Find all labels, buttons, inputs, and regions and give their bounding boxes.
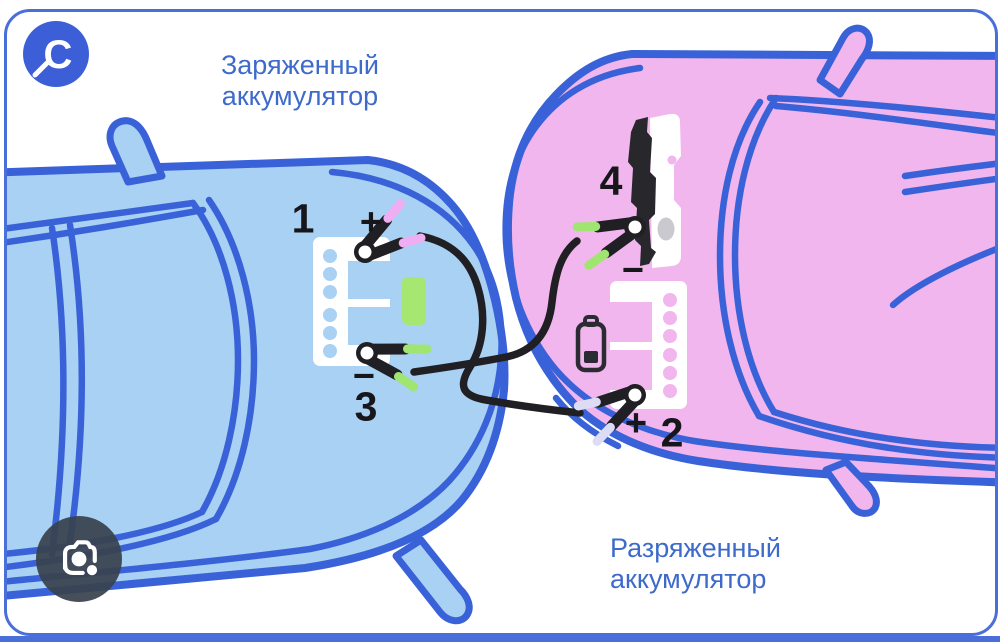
recipient-car-panel-lines — [502, 64, 995, 472]
step-1-number: 1 — [291, 195, 315, 242]
battery-low-icon — [575, 315, 607, 373]
recipient-car — [502, 24, 995, 517]
step-2-number: 2 — [660, 409, 684, 456]
clamp-step-1 — [354, 199, 426, 263]
clamp-step-2 — [573, 384, 646, 446]
donor-battery — [313, 237, 392, 366]
clamp-step-4 — [572, 216, 646, 270]
logo-letter: C — [44, 33, 73, 77]
step-1-plus-sign: + — [359, 201, 383, 244]
discharged-battery-label: Разряженный аккумулятор — [610, 533, 850, 595]
jumper-cable-negative — [410, 237, 581, 376]
recipient-car-mirror-top — [816, 24, 873, 98]
discharged-battery-label-line1: Разряженный — [610, 533, 781, 563]
battery-full-indicator — [402, 277, 426, 325]
recipient-car-mirror-bottom — [822, 458, 880, 517]
diagram-card: Заряженный аккумулятор Разряженный аккум… — [4, 9, 998, 636]
discharged-battery-label-line2: аккумулятор — [610, 564, 767, 594]
engine-block — [628, 113, 681, 269]
donor-car-mirror-top — [106, 117, 166, 186]
charged-battery-label: Заряженный аккумулятор — [180, 50, 420, 112]
step-3-number: 3 — [354, 383, 378, 430]
charged-battery-label-line2: аккумулятор — [221, 81, 379, 111]
step-3-minus-sign: − — [352, 355, 376, 398]
step-2-plus-sign: + — [624, 402, 648, 445]
magnifier-handle-icon — [32, 60, 50, 78]
camera-lens-icon — [62, 540, 98, 576]
clamp-step-3 — [356, 342, 432, 392]
step-4-minus-sign: − — [621, 249, 645, 292]
charged-battery-label-line1: Заряженный — [220, 50, 380, 80]
brand-logo: C — [22, 20, 90, 88]
recipient-battery — [608, 281, 687, 409]
donor-car-mirror-bottom — [392, 536, 473, 625]
camera-lens-button[interactable] — [36, 516, 122, 602]
step-4-number: 4 — [599, 157, 623, 204]
bottom-divider — [0, 636, 1000, 642]
